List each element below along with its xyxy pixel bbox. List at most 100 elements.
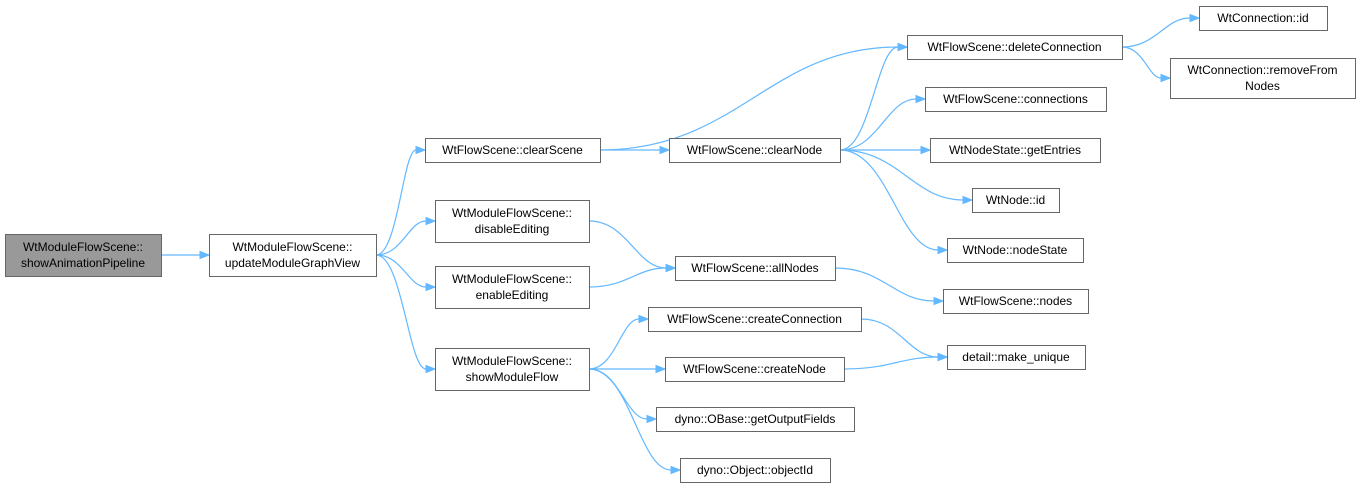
node-createConnection[interactable]: WtFlowScene::createConnection [648,307,862,332]
node-box [907,35,1123,60]
node-connectionId[interactable]: WtConnection::id [1199,6,1328,31]
edge-arrowhead [638,314,650,324]
node-box [675,256,836,281]
node-box [680,458,831,483]
node-label-line: showModuleFlow [466,370,559,384]
edge-line [839,46,899,151]
edge-createConnection-to-makeUnique [860,318,949,362]
edge-arrowhead [670,465,682,475]
node-box [665,357,845,382]
node-box [925,87,1107,112]
node-box [930,138,1101,163]
node-label-line: WtConnection::removeFrom [1187,63,1337,77]
node-label-line: updateModuleGraphView [225,256,361,270]
node-label-line: Nodes [1245,79,1280,93]
node-label-line: WtModuleFlowScene:: [452,206,572,220]
node-makeUnique[interactable]: detail::make_unique [947,345,1086,370]
node-box [648,307,862,332]
node-clearNode[interactable]: WtFlowScene::clearNode [669,138,841,163]
node-nodeState[interactable]: WtNode::nodeState [947,238,1084,263]
node-label-line: WtModuleFlowScene:: [23,240,143,254]
node-objectId[interactable]: dyno::Object::objectId [680,458,831,483]
edge-line [843,356,939,370]
node-label-line: WtConnection::id [1217,11,1308,25]
edge-updateModuleGraphView-to-showModuleFlow [375,254,437,374]
edge-arrowhead [933,296,945,306]
node-label-line: WtNodeState::getEntries [949,143,1081,157]
node-label-line: enableEditing [476,288,549,302]
edge-arrowhead [897,42,909,52]
node-box [1199,6,1328,31]
edge-line [375,254,427,288]
edge-line [1121,17,1191,48]
edge-line [375,220,427,256]
edge-arrowhead [655,364,667,374]
edge-showModuleFlow-to-getOutputFields [588,368,658,424]
node-box [943,289,1089,314]
edge-arrowhead [425,216,437,226]
node-clearScene[interactable]: WtFlowScene::clearScene [425,138,601,163]
edge-arrowhead [920,145,932,155]
node-showModuleFlow[interactable]: WtModuleFlowScene::showModuleFlow [435,348,590,391]
node-box [947,345,1086,370]
node-getEntries[interactable]: WtNodeState::getEntries [930,138,1101,163]
node-label-line: disableEditing [475,222,550,236]
node-label-line: WtModuleFlowScene:: [452,354,572,368]
node-nodeId[interactable]: WtNode::id [972,188,1060,213]
node-label-line: WtNode::id [986,193,1045,207]
node-label-line: detail::make_unique [962,350,1070,364]
edge-updateModuleGraphView-to-clearScene [375,145,427,256]
node-label-line: WtFlowScene::nodes [959,294,1072,308]
node-updateModuleGraphView[interactable]: WtModuleFlowScene::updateModuleGraphView [209,234,377,277]
node-disableEditing[interactable]: WtModuleFlowScene::disableEditing [435,200,590,243]
edge-showModuleFlow-to-createConnection [588,314,650,370]
node-root[interactable]: WtModuleFlowScene::showAnimationPipeline [5,234,162,277]
edge-arrowhead [1189,13,1201,23]
edge-arrowhead [962,195,974,205]
edge-line [588,368,648,420]
node-box [1170,58,1356,99]
edge-line [588,267,667,288]
node-label-line: WtModuleFlowScene:: [452,272,572,286]
node-deleteConnection[interactable]: WtFlowScene::deleteConnection [907,35,1123,60]
edge-line [375,254,427,370]
edge-line [599,46,899,151]
edge-deleteConnection-to-connectionId [1121,13,1201,48]
edge-clearNode-to-connections [839,94,927,151]
node-box [435,348,590,391]
node-connections[interactable]: WtFlowScene::connections [925,87,1107,112]
node-allNodes[interactable]: WtFlowScene::allNodes [675,256,836,281]
edge-root-to-updateModuleGraphView [161,250,211,260]
edges-layer [161,13,1201,475]
edge-clearScene-to-deleteConnection [599,42,909,151]
edge-line [839,98,917,151]
node-box [669,138,841,163]
node-label-line: WtFlowScene::createNode [683,362,826,376]
node-label-line: WtFlowScene::deleteConnection [927,40,1101,54]
edge-enableEditing-to-allNodes [588,263,677,288]
edge-line [860,318,939,358]
node-box [435,266,590,309]
edge-allNodes-to-nodes [834,267,945,306]
node-label-line: WtFlowScene::allNodes [691,261,818,275]
node-nodes[interactable]: WtFlowScene::nodes [943,289,1089,314]
edge-disableEditing-to-allNodes [588,220,677,273]
node-getOutputFields[interactable]: dyno::OBase::getOutputFields [656,407,855,432]
node-box [972,188,1060,213]
edge-arrowhead [937,245,949,255]
node-label-line: WtNode::nodeState [963,243,1068,257]
node-label-line: dyno::Object::objectId [697,463,813,477]
edge-arrowhead [937,352,949,362]
node-box [209,234,377,277]
node-label-line: WtModuleFlowScene:: [232,240,352,254]
node-label-line: WtFlowScene::clearScene [442,143,583,157]
node-label-line: WtFlowScene::connections [943,92,1088,106]
node-enableEditing[interactable]: WtModuleFlowScene::enableEditing [435,266,590,309]
edge-line [839,149,964,201]
edge-showModuleFlow-to-createNode [589,364,667,374]
node-createNode[interactable]: WtFlowScene::createNode [665,357,845,382]
edge-showModuleFlow-to-objectId [588,368,682,475]
node-box [435,200,590,243]
edge-line [375,149,417,256]
